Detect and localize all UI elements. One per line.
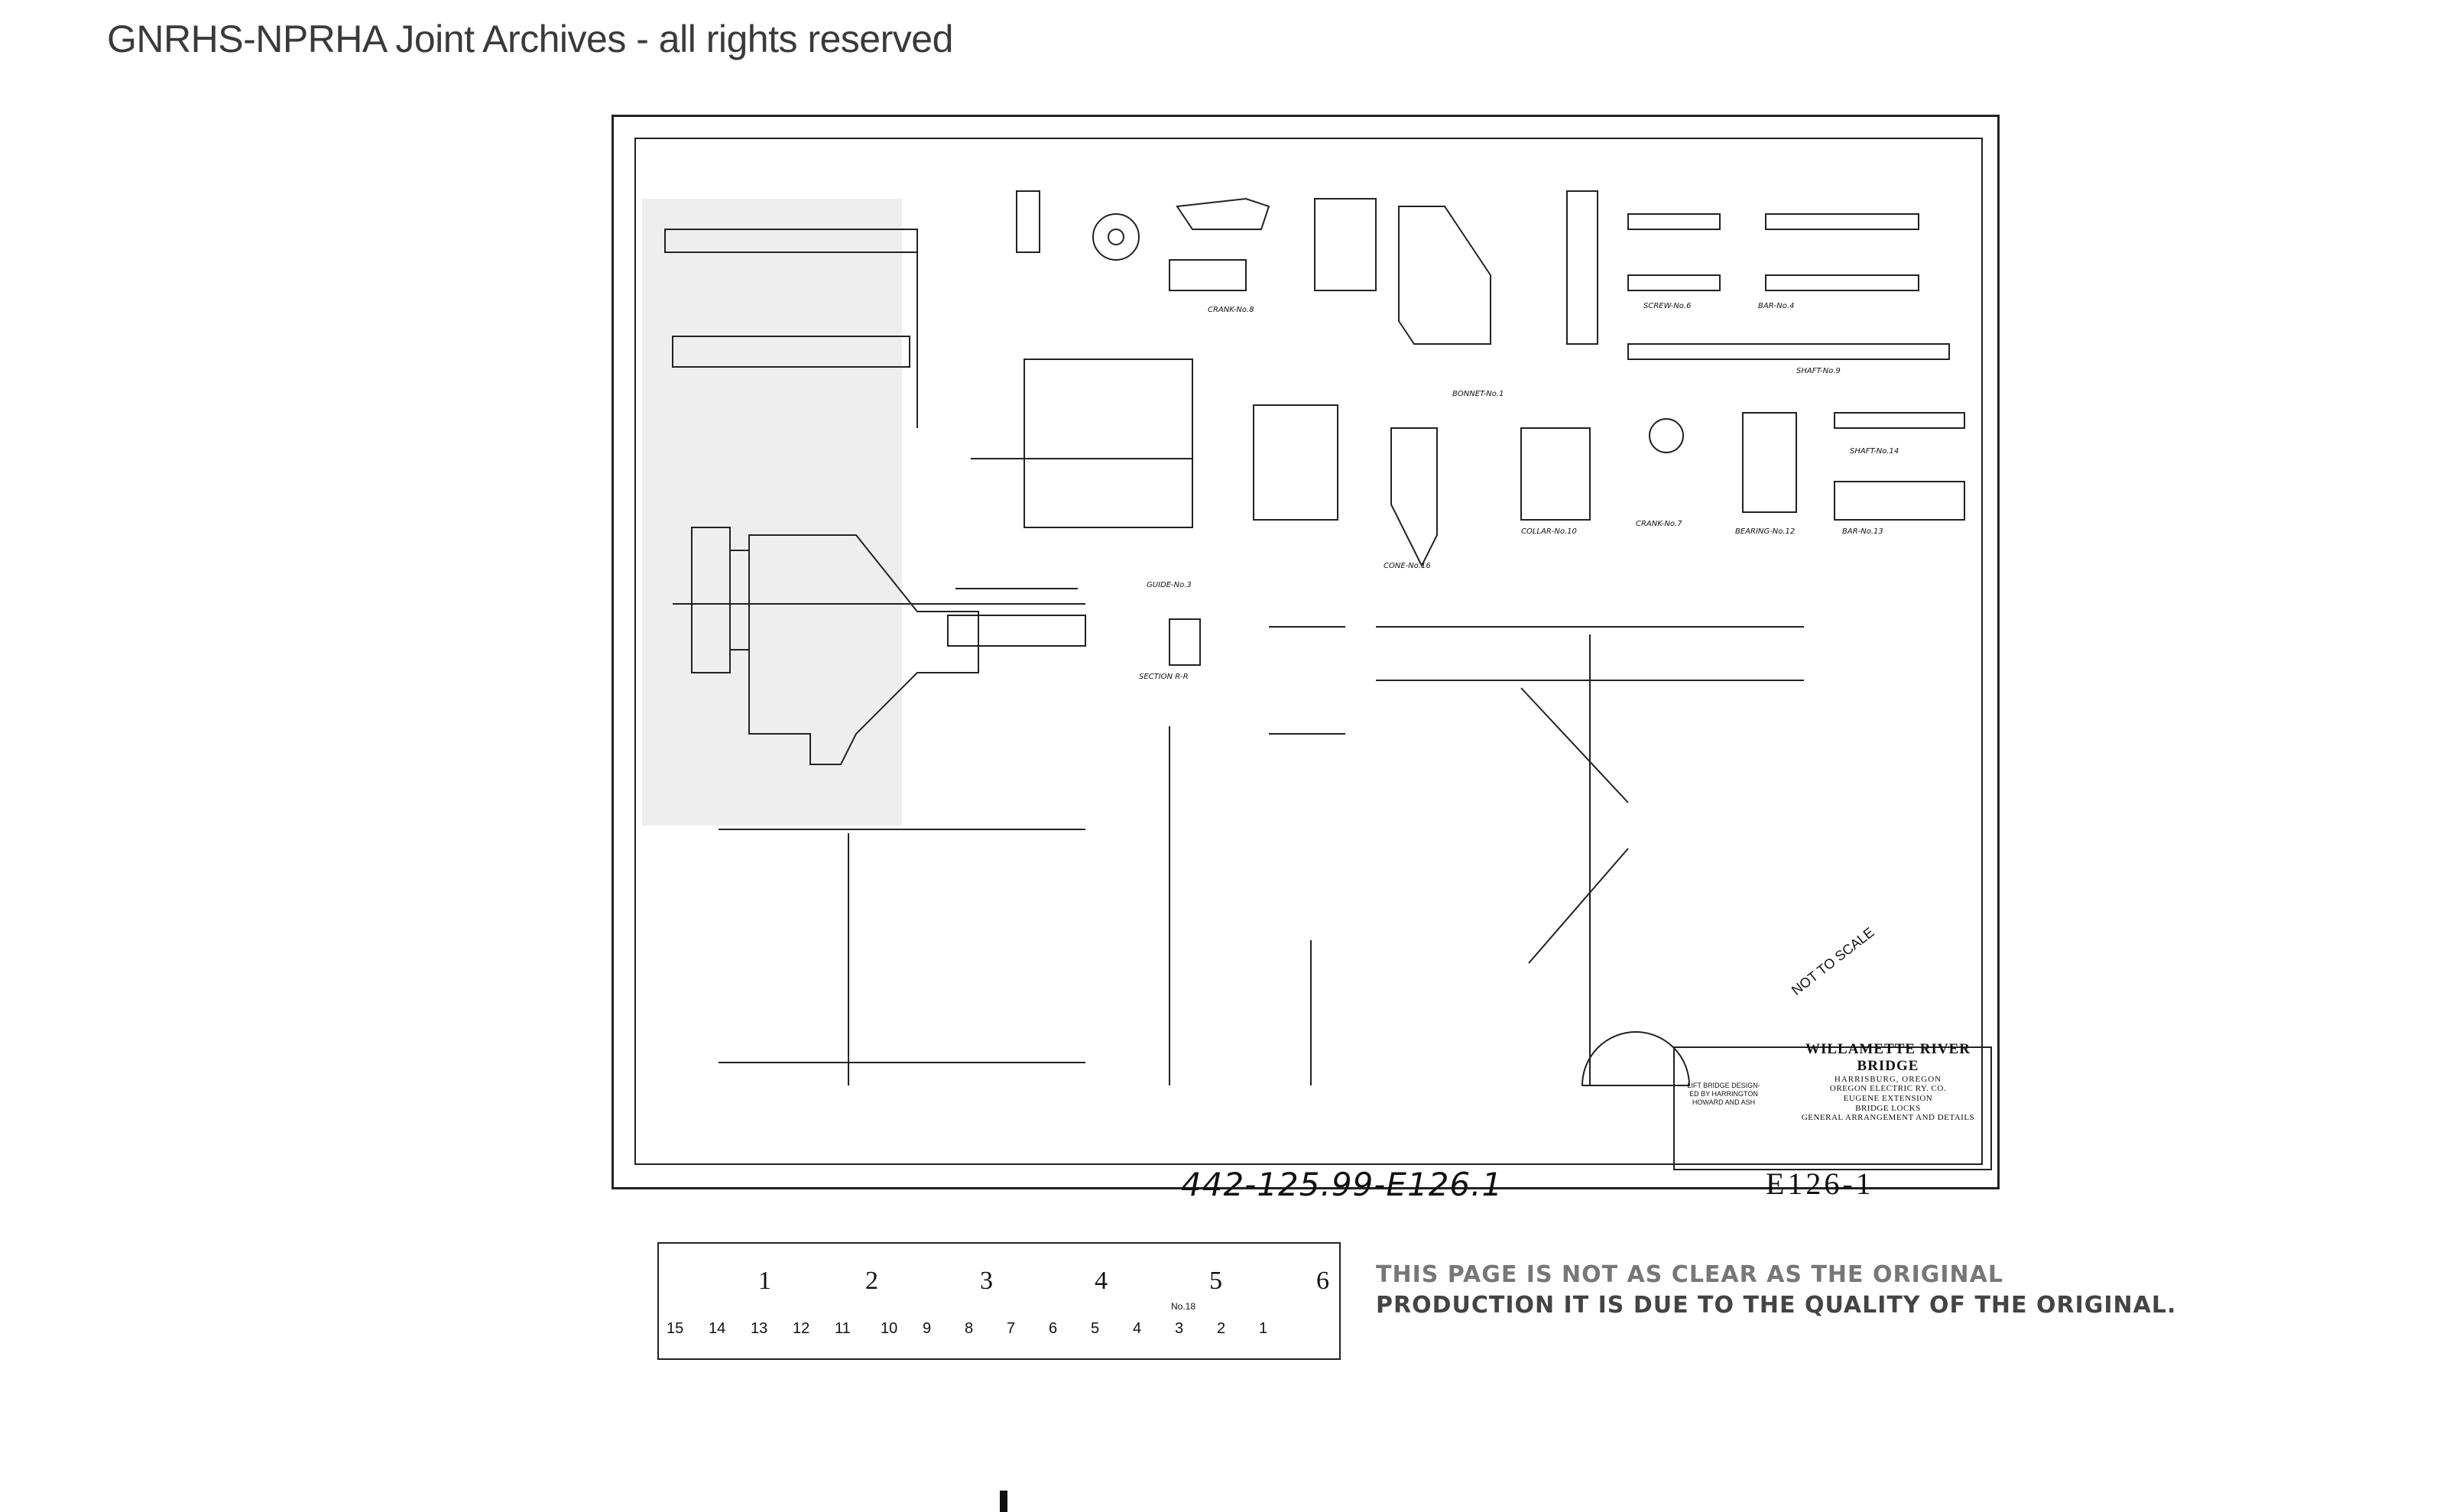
ruler-bottom-number: 7 [1007,1320,1016,1337]
scan-mark [1000,1491,1007,1512]
sheet-number: E126-1 [1766,1166,1874,1201]
ruler-top-number: 3 [980,1267,993,1295]
title-block: WILLAMETTE RIVER BRIDGE HARRISBURG, OREG… [1792,1041,1984,1123]
title-block-line: WILLAMETTE RIVER BRIDGE [1805,1041,1971,1074]
title-block-line: OREGON ELECTRIC RY. CO. [1829,1084,1947,1094]
part-label: BAR-No.4 [1758,302,1795,310]
designer-line: ED BY HARRINGTON [1689,1089,1758,1098]
part-label: BONNET-No.1 [1452,390,1504,398]
ruler-top-number: 5 [1209,1267,1222,1295]
ruler-bottom-number: 12 [793,1320,810,1337]
drawing-number: 442-125.99-E126.1 [1181,1166,1504,1203]
ruler-bottom-number: 1 [1259,1320,1268,1337]
ruler-bottom-number: 14 [709,1320,726,1337]
part-label: BEARING-No.12 [1735,527,1796,536]
title-block-line: HARRISBURG, OREGON [1834,1074,1942,1084]
part-label: CRANK-No.8 [1208,306,1254,314]
part-label: BAR-No.13 [1842,527,1883,536]
scale-ruler: 1 2 3 4 5 6 No.18 15 14 13 12 11 10 9 8 … [657,1242,1341,1360]
part-label: SHAFT-No.9 [1796,367,1841,375]
microfilm-note-line: PRODUCTION IT IS DUE TO THE QUALITY OF T… [1376,1292,2177,1319]
ruler-bottom-number: 3 [1175,1320,1184,1337]
ruler-bottom-number: 6 [1049,1320,1058,1337]
upper-part-details [1016,190,1950,360]
ruler-bottom-number: 9 [923,1320,932,1337]
ruler-bottom-number: 4 [1133,1320,1142,1337]
microfilm-note-line: THIS PAGE IS NOT AS CLEAR AS THE ORIGINA… [1376,1261,2003,1288]
left-elevation-detail [664,229,1086,765]
ruler-bottom-number: 15 [667,1320,684,1337]
part-label: CRANK-No.7 [1636,520,1682,528]
middle-part-details [971,359,1965,568]
part-label: CONE-No.16 [1384,562,1431,570]
title-block-line: GENERAL ARRANGEMENT AND DETAILS [1801,1113,1975,1123]
ruler-top-number: 2 [865,1267,878,1295]
drawing-sheet-inner-border [634,138,1983,1165]
ruler-center-note: No.18 [1171,1301,1196,1312]
part-label: SHAFT-No.14 [1850,447,1899,456]
ruler-bottom-number: 5 [1091,1320,1100,1337]
ruler-bottom-number: 11 [835,1320,851,1337]
archive-watermark: GNRHS-NPRHA Joint Archives - all rights … [107,18,953,60]
scan-smudge [642,199,902,826]
ruler-top-number: 4 [1095,1267,1108,1295]
ruler-bottom-number: 10 [881,1320,898,1337]
drawing-sheet-border [612,115,2000,1189]
part-label: SECTION R-R [1139,673,1189,681]
ruler-bottom-number: 8 [965,1320,974,1337]
designer-line: HOWARD AND ASH [1692,1098,1756,1106]
designer-block: LIFT BRIDGE DESIGN- ED BY HARRINGTON HOW… [1666,1082,1781,1106]
part-label: COLLAR-No.10 [1521,527,1577,536]
designer-line: LIFT BRIDGE DESIGN- [1687,1082,1760,1089]
part-label: SCREW-No.6 [1643,302,1692,310]
title-block-border [1673,1046,1992,1170]
ruler-top-number: 1 [758,1267,771,1295]
lower-lever-assembly [719,618,1804,1086]
ruler-bottom-number: 13 [751,1320,768,1337]
ruler-top-number: 6 [1316,1267,1329,1295]
ruler-bottom-number: 2 [1217,1320,1226,1337]
title-block-line: EUGENE EXTENSION [1843,1093,1933,1103]
title-block-line: BRIDGE LOCKS [1855,1103,1921,1113]
part-label: GUIDE-No.3 [1147,581,1192,589]
